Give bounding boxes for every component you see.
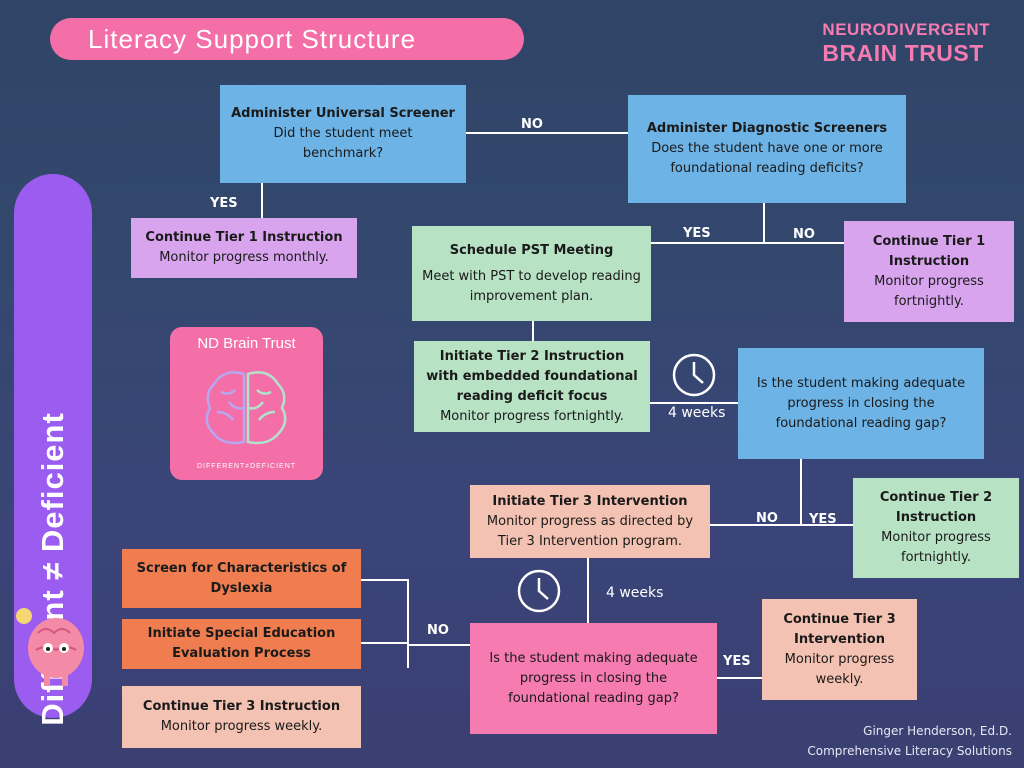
tier3-weekly-box: Continue Tier 3 Instruction Monitor prog… <box>122 686 361 748</box>
label-yes: YES <box>210 196 238 211</box>
box-body: Meet with PST to develop reading improve… <box>422 268 641 304</box>
label-no: NO <box>427 623 449 638</box>
universal-screener-box: Administer Universal Screener Did the st… <box>220 85 466 183</box>
box-body: Monitor progress fortnightly. <box>440 408 624 424</box>
label-no: NO <box>521 117 543 132</box>
pst-meeting-box: Schedule PST Meeting Meet with PST to de… <box>412 226 651 321</box>
sped-evaluation-box: Initiate Special Education Evaluation Pr… <box>122 619 361 669</box>
brain-mascot-icon <box>16 608 84 686</box>
box-heading: Initiate Tier 2 Instruction with embedde… <box>426 348 638 404</box>
tier1-monthly-box: Continue Tier 1 Instruction Monitor prog… <box>131 218 357 278</box>
box-heading: Screen for Characteristics of Dyslexia <box>136 560 347 596</box>
progress-question-2-box: Is the student making adequate progress … <box>470 623 717 734</box>
box-body: Is the student making adequate progress … <box>756 375 966 431</box>
logo-subtitle: DIFFERENT≠DEFICIENT <box>196 463 297 470</box>
clock-icon <box>672 353 716 397</box>
box-heading: Administer Diagnostic Screeners <box>646 121 888 136</box>
brand-logo: NEURODIVERGENT BRAIN TRUST <box>822 20 990 67</box>
clock-icon <box>517 569 561 613</box>
interval-label: 4 weeks <box>606 585 664 601</box>
box-body: Is the student making adequate progress … <box>489 650 698 706</box>
dyslexia-screen-box: Screen for Characteristics of Dyslexia <box>122 549 361 608</box>
label-yes: YES <box>683 226 711 241</box>
box-body: Monitor progress as directed by Tier 3 I… <box>486 513 694 549</box>
label-yes: YES <box>809 512 837 527</box>
interval-label: 4 weeks <box>668 405 726 421</box>
credit-name: Ginger Henderson, Ed.D. <box>863 724 1012 738</box>
logo-title: ND Brain Trust <box>197 335 296 352</box>
box-heading: Continue Tier 1 Instruction <box>872 233 986 269</box>
brand-line-2: BRAIN TRUST <box>822 40 984 66</box>
brain-icon <box>205 371 287 445</box>
box-heading: Administer Universal Screener <box>231 106 455 121</box>
credit-organization: Comprehensive Literacy Solutions <box>807 744 1012 758</box>
box-body: Monitor progress fortnightly. <box>881 530 991 565</box>
tier3-continue-box: Continue Tier 3 Intervention Monitor pro… <box>762 599 917 700</box>
brand-line-1: NEURODIVERGENT <box>822 20 990 39</box>
page-title: Literacy Support Structure <box>50 18 524 60</box>
tier2-continue-box: Continue Tier 2 Instruction Monitor prog… <box>853 478 1019 578</box>
box-body: Monitor progress monthly. <box>159 250 329 265</box>
box-body: Does the student have one or more founda… <box>651 141 883 176</box>
box-heading: Continue Tier 3 Intervention <box>783 611 896 647</box>
box-heading: Schedule PST Meeting <box>449 242 614 258</box>
tier2-initiate-box: Initiate Tier 2 Instruction with embedde… <box>414 341 650 432</box>
progress-question-1-box: Is the student making adequate progress … <box>738 348 984 459</box>
label-no: NO <box>793 227 815 242</box>
box-heading: Continue Tier 1 Instruction <box>145 230 343 245</box>
box-heading: Initiate Special Education Evaluation Pr… <box>147 626 336 661</box>
box-heading: Continue Tier 3 Instruction <box>142 699 341 714</box>
label-yes: YES <box>723 654 751 669</box>
box-heading: Initiate Tier 3 Intervention <box>492 493 688 509</box>
box-body: Monitor progress weekly. <box>784 651 895 687</box>
tier3-initiate-box: Initiate Tier 3 Intervention Monitor pro… <box>470 485 710 558</box>
tier1-fortnightly-box: Continue Tier 1 Instruction Monitor prog… <box>844 221 1014 322</box>
label-no: NO <box>756 511 778 526</box>
box-body: Monitor progress fortnightly. <box>874 273 984 309</box>
box-body: Did the student meet benchmark? <box>273 126 413 161</box>
nd-brain-trust-logo: ND Brain Trust DIFFERENT≠DEFICIENT <box>170 327 323 480</box>
diagnostic-screeners-box: Administer Diagnostic Screeners Does the… <box>628 95 906 203</box>
box-heading: Continue Tier 2 Instruction <box>879 490 993 525</box>
box-body: Monitor progress weekly. <box>160 719 323 734</box>
